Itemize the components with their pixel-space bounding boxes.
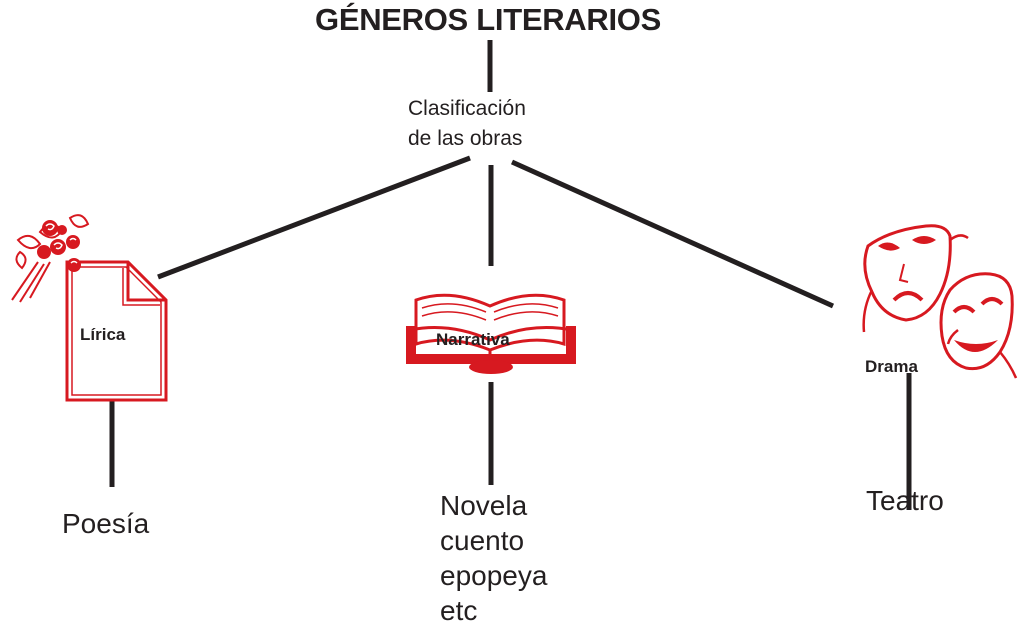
connector-lines bbox=[109, 40, 912, 510]
genre-label-lirica: Lírica bbox=[80, 325, 126, 344]
examples-drama: Teatro bbox=[866, 485, 944, 516]
theater-masks-icon bbox=[862, 224, 1018, 379]
page-title: GÉNEROS LITERARIOS bbox=[315, 2, 661, 37]
document-with-roses-icon bbox=[11, 214, 168, 402]
examples-narrativa: Novela cuento epopeya etc bbox=[440, 490, 548, 626]
genre-label-narrativa: Narrativa bbox=[436, 330, 510, 349]
classification-subtitle: Clasificación de las obras bbox=[408, 97, 526, 150]
genre-label-drama: Drama bbox=[865, 357, 918, 376]
examples-lirica: Poesía bbox=[62, 508, 150, 539]
open-book-icon bbox=[406, 293, 576, 374]
subtitle-to-drama-line bbox=[510, 159, 835, 309]
subtitle-to-lirica-line bbox=[157, 155, 471, 280]
